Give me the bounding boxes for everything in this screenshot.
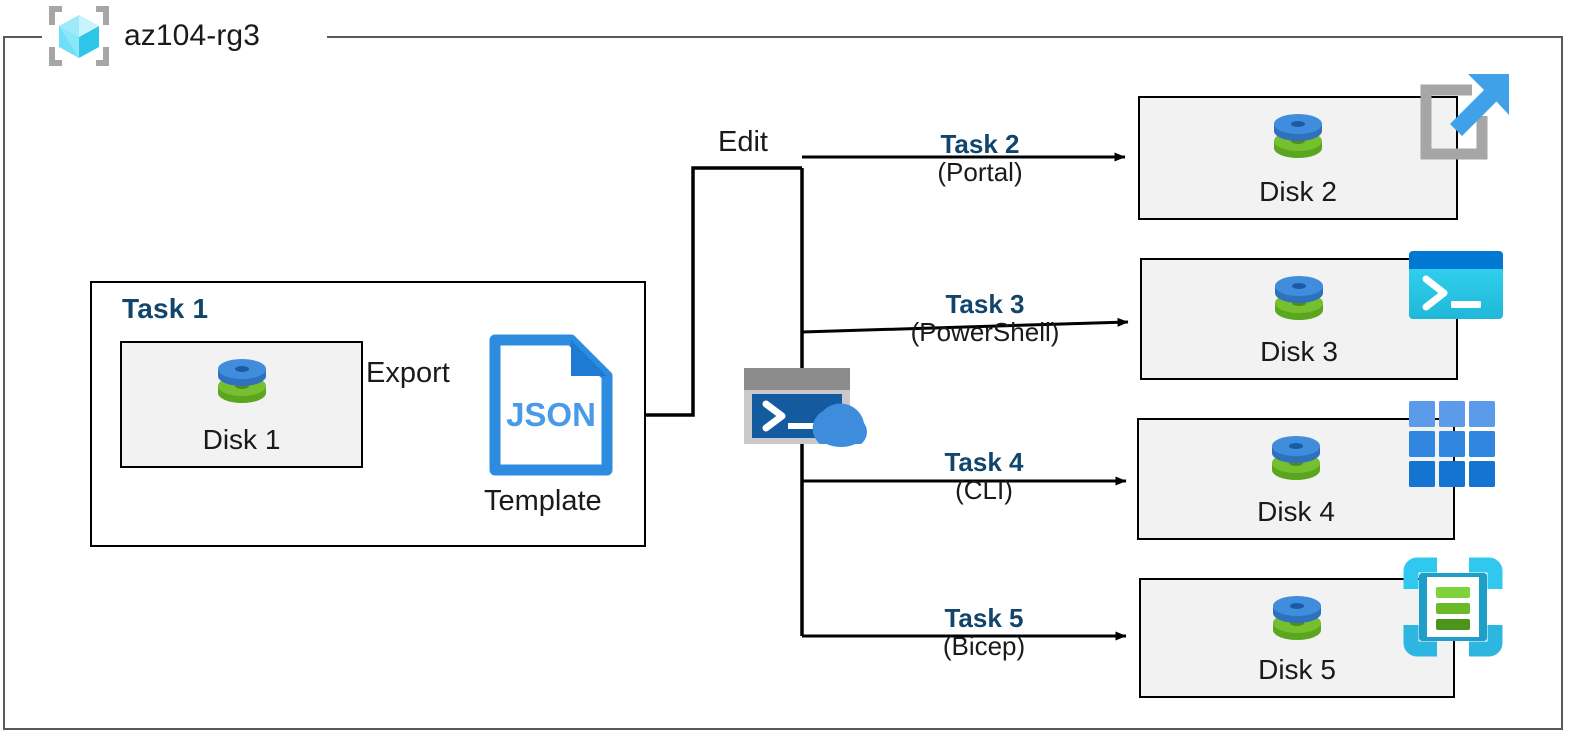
disk3-box: Disk 3 [1140, 258, 1458, 380]
disk-icon [1269, 112, 1327, 170]
disk3-caption: Disk 3 [1260, 336, 1338, 367]
task4-method: (CLI) [955, 475, 1013, 506]
disk-icon [213, 357, 271, 415]
task3-name: Task 3 [945, 289, 1025, 319]
task2-label: Task 2 (Portal) [830, 130, 1130, 187]
resource-group-cube-icon [46, 5, 112, 67]
task5-method: (Bicep) [942, 631, 1026, 662]
svg-text:JSON: JSON [506, 396, 596, 433]
disk-icon [1267, 434, 1325, 492]
resource-group-header: az104-rg3 [46, 2, 260, 70]
resource-group-name: az104-rg3 [124, 19, 260, 52]
task1-title: Task 1 [122, 293, 209, 324]
disk2-caption: Disk 2 [1259, 176, 1337, 207]
disk5-caption: Disk 5 [1258, 654, 1336, 685]
template-caption: Template [484, 485, 602, 517]
disk5-box: Disk 5 [1139, 578, 1455, 698]
portal-external-link-icon [1410, 68, 1514, 164]
disk4-box: Disk 4 [1137, 418, 1455, 540]
json-file-icon: JSON [489, 334, 613, 476]
powershell-terminal-icon [1409, 251, 1503, 319]
task3-method: (PowerShell) [910, 317, 1060, 348]
resource-group-boundary [3, 36, 1563, 730]
disk-icon [1268, 594, 1326, 652]
task5-name: Task 5 [944, 603, 1024, 633]
disk4-caption: Disk 4 [1257, 496, 1335, 527]
export-label: Export [366, 357, 450, 389]
disk2-box: Disk 2 [1138, 96, 1458, 220]
disk1-caption: Disk 1 [202, 424, 281, 455]
task3-label: Task 3 (PowerShell) [835, 290, 1135, 347]
task4-name: Task 4 [944, 447, 1024, 477]
task2-method: (Portal) [937, 157, 1023, 188]
cli-grid-icon [1408, 400, 1496, 488]
disk1-box: Disk 1 [120, 341, 363, 468]
task2-name: Task 2 [940, 129, 1020, 159]
disk-icon [1270, 274, 1328, 332]
task4-label: Task 4 (CLI) [834, 448, 1134, 505]
cloud-shell-icon [742, 366, 867, 448]
edit-label: Edit [718, 126, 768, 158]
task5-label: Task 5 (Bicep) [834, 604, 1134, 661]
bicep-document-icon [1403, 557, 1503, 657]
